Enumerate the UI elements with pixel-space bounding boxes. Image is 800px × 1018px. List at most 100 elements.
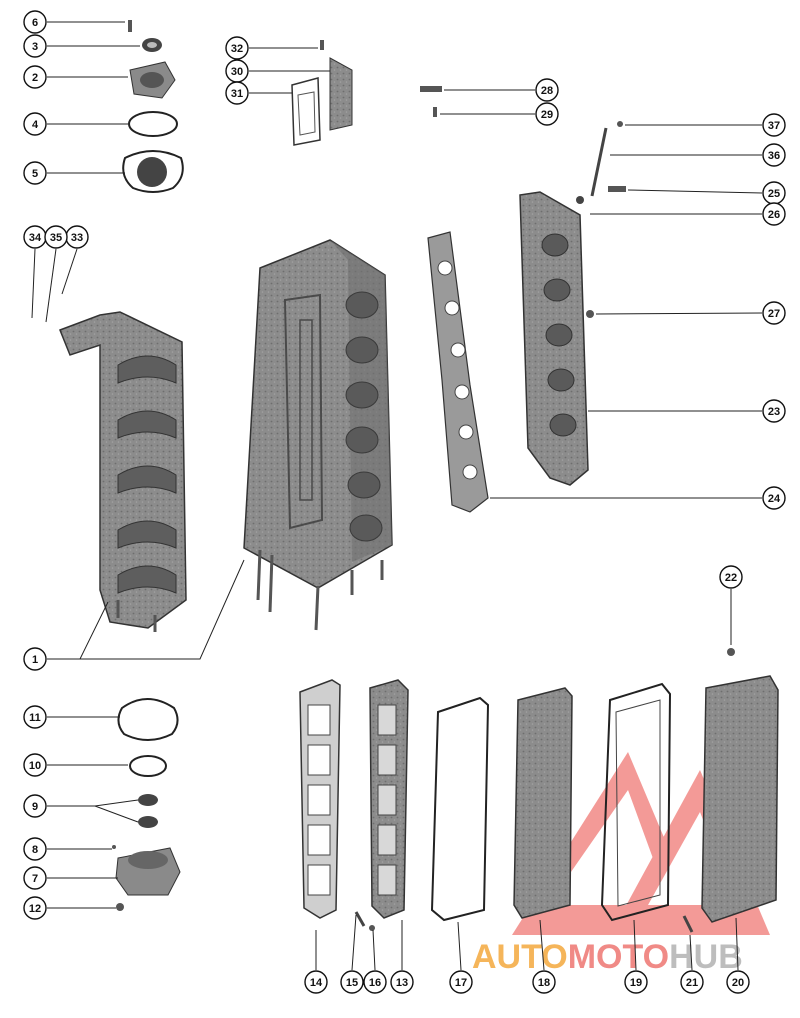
nut-22 [727,648,735,656]
callout-37: 37 [762,113,786,137]
callout-number: 3 [32,41,38,53]
callout-circle [363,970,387,994]
callout-number: 35 [50,232,62,244]
callout-number: 5 [32,168,38,180]
leader-line [633,919,637,971]
callout-number: 22 [725,572,737,584]
callout-circle [23,794,47,818]
callout-11: 11 [23,705,47,729]
leader-line [61,248,78,295]
callout-circle [680,970,704,994]
callout-number: 25 [768,188,780,200]
leader-line [80,559,245,660]
callout-circle [532,970,556,994]
callout-circle [23,866,47,890]
callout-circle [23,34,47,58]
callout-13: 13 [390,970,414,994]
callout-number: 15 [346,977,358,989]
callout-19: 19 [624,970,648,994]
callout-circle [23,10,47,34]
callout-number: 24 [768,493,781,505]
callout-number: 21 [686,977,698,989]
callout-number: 27 [768,308,780,320]
callout-number: 31 [231,88,243,100]
cylinder-head [519,121,626,486]
callout-circle [762,113,786,137]
leader-line [372,929,376,971]
callout-20: 20 [726,970,750,994]
watermark-part-moto: MOTO [568,938,669,976]
callout-number: 6 [32,17,38,29]
callout-number: 11 [29,712,41,724]
callout-number: 26 [768,209,780,221]
top-bearing-parts [122,20,184,193]
leader-line [47,601,109,660]
callout-number: 17 [455,977,467,989]
callout-number: 19 [630,977,642,989]
callout-circle [726,970,750,994]
callout-number: 7 [32,873,38,885]
callout-circle [23,161,47,185]
callout-2: 2 [23,65,47,89]
callout-32: 32 [225,36,249,60]
callout-27: 27 [762,301,786,325]
lower-housing-parts [112,698,181,911]
callout-23: 23 [762,399,786,423]
callout-26: 26 [762,202,786,226]
callout-number: 23 [768,406,780,418]
head-gasket [427,231,489,513]
callout-circle [535,102,559,126]
callout-33: 33 [65,225,89,249]
leader-line [31,248,36,319]
callout-number: 33 [71,232,83,244]
callout-number: 13 [396,977,408,989]
callout-circle [624,970,648,994]
callout-14: 14 [304,970,328,994]
callout-15: 15 [340,970,364,994]
callout-3: 3 [23,34,47,58]
callout-circle [23,65,47,89]
callout-18: 18 [532,970,556,994]
callout-number: 32 [231,43,243,55]
callout-30: 30 [225,59,249,83]
watermark-text: AUTOMOTOHUB [472,938,743,976]
callout-6: 6 [23,10,47,34]
callout-16: 16 [363,970,387,994]
callout-number: 8 [32,844,38,856]
callout-number: 9 [32,801,38,813]
crankcase-cover [59,311,187,632]
callout-10: 10 [23,753,47,777]
leader-line [45,248,57,323]
watermark-part-hub: HUB [669,938,743,976]
callout-12: 12 [23,896,47,920]
callout-number: 16 [369,977,381,989]
callout-36: 36 [762,143,786,167]
callout-21: 21 [680,970,704,994]
callout-number: 34 [29,232,42,244]
callout-circle [44,225,68,249]
callout-number: 29 [541,109,553,121]
callout-circle [762,143,786,167]
callout-number: 20 [732,977,744,989]
watermark-part-auto: AUTO [472,938,568,976]
callout-17: 17 [449,970,473,994]
callout-circle [762,399,786,423]
callout-circle [23,837,47,861]
leader-line [689,934,693,971]
callout-number: 10 [29,760,41,772]
callout-25: 25 [762,181,786,205]
callout-circle [762,202,786,226]
cylinder-block [243,239,393,631]
callout-circle [23,647,47,671]
callout-8: 8 [23,837,47,861]
callout-5: 5 [23,161,47,185]
bolts-upper [420,86,442,117]
svg-text:AUTOMOTOHUB: AUTOMOTOHUB [472,938,743,976]
callout-9: 9 [23,794,47,818]
callout-circle [535,78,559,102]
leader-line [94,805,139,823]
callout-circle [719,565,743,589]
callout-number: 37 [768,120,780,132]
